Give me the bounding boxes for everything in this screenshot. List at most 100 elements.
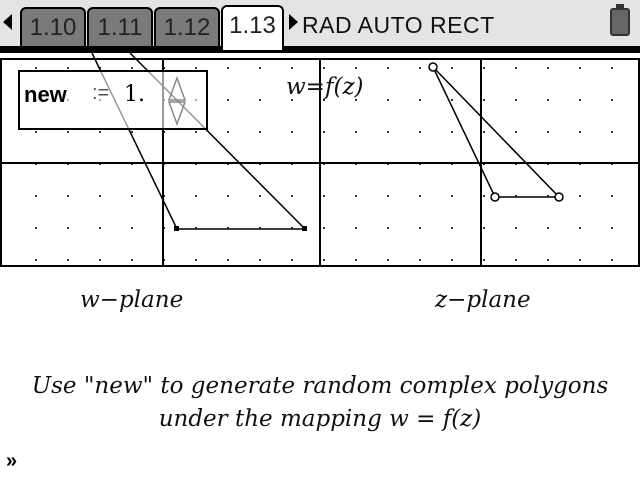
grid-dot [355, 99, 357, 101]
grid-dot [259, 131, 261, 133]
grid-dot [195, 131, 197, 133]
grid-dot [355, 131, 357, 133]
grid-dot [611, 259, 613, 261]
grid-dot [547, 131, 549, 133]
formula-label: w=f(z) [286, 74, 364, 100]
grid-dot [611, 131, 613, 133]
grid-dot [451, 227, 453, 229]
slider-value: 1. [124, 82, 145, 107]
z-vertex[interactable] [554, 192, 564, 202]
entry-prompt[interactable]: » [6, 450, 18, 472]
grid-dot [131, 195, 133, 197]
grid-dot [227, 131, 229, 133]
w-plane-label: w−plane [80, 287, 184, 313]
tab-1-13[interactable]: 1.13 [221, 5, 284, 50]
grid-dot [259, 195, 261, 197]
grid-dot [131, 67, 133, 69]
grid-dot [35, 227, 37, 229]
z-plane-label: z−plane [435, 287, 531, 313]
grid-dot [515, 227, 517, 229]
grid-dot [99, 195, 101, 197]
tab-1-12[interactable]: 1.12 [154, 7, 220, 46]
grid-dot [515, 131, 517, 133]
grid-dot [387, 131, 389, 133]
grid-dot [611, 99, 613, 101]
grid-dot [579, 227, 581, 229]
grid-dot [547, 99, 549, 101]
grid-dot [483, 195, 485, 197]
grid-dot [483, 99, 485, 101]
grid-dot [515, 67, 517, 69]
battery-icon [610, 4, 630, 36]
grid-dot [259, 99, 261, 101]
grid-dot [35, 67, 37, 69]
grid-dot [355, 67, 357, 69]
slider-name: new [24, 82, 67, 107]
grid-dot [355, 195, 357, 197]
grid-dot [99, 227, 101, 229]
grid-dot [259, 227, 261, 229]
grid-dot [547, 259, 549, 261]
grid-dot [515, 195, 517, 197]
grid-dot [579, 131, 581, 133]
grid-dot [419, 227, 421, 229]
grid-dot [355, 259, 357, 261]
divider [0, 46, 640, 53]
grid-dot [547, 67, 549, 69]
scroll-right-icon[interactable] [289, 14, 298, 30]
z-polygon[interactable] [432, 66, 561, 198]
grid-dot [419, 195, 421, 197]
tab-1-11[interactable]: 1.11 [87, 7, 153, 46]
slider-new[interactable]: new := 1. [18, 70, 208, 130]
grid-dot [419, 67, 421, 69]
grid-dot [35, 195, 37, 197]
grid-dot [227, 259, 229, 261]
grid-dot [35, 131, 37, 133]
grid-dot [579, 259, 581, 261]
scroll-left-icon[interactable] [3, 14, 12, 30]
grid-dot [131, 227, 133, 229]
z-vertex[interactable] [490, 192, 500, 202]
grid-dot [323, 227, 325, 229]
grid-dot [579, 99, 581, 101]
grid-dot [291, 227, 293, 229]
w-polygon [91, 53, 307, 230]
grid-dot [515, 259, 517, 261]
grid-dot [291, 99, 293, 101]
grid-dot [483, 227, 485, 229]
grid-dot [67, 67, 69, 69]
grid-dot [227, 227, 229, 229]
grid-dot [227, 99, 229, 101]
z-vertex[interactable] [428, 62, 438, 72]
grid-dot [67, 227, 69, 229]
grid-dot [451, 131, 453, 133]
tab-bar: 1.10 1.11 1.12 1.13 RAD AUTO RECT [0, 0, 640, 50]
graph-area[interactable] [0, 53, 640, 268]
grid-dot [323, 99, 325, 101]
grid-dot [515, 99, 517, 101]
grid-dot [451, 99, 453, 101]
instruction-line-1: Use "new" to generate random complex pol… [31, 373, 609, 399]
grid-dot [419, 99, 421, 101]
grid-dot [611, 227, 613, 229]
grid-dot [547, 227, 549, 229]
grid-dot [323, 259, 325, 261]
grid-dot [387, 259, 389, 261]
grid-dot [355, 227, 357, 229]
grid-dot [131, 259, 133, 261]
grid-dot [291, 259, 293, 261]
grid-dot [291, 67, 293, 69]
grid-dot [419, 259, 421, 261]
slider-arrows-icon[interactable] [166, 76, 188, 126]
grid-dot [291, 131, 293, 133]
grid-dot [259, 67, 261, 69]
grid-dot [35, 259, 37, 261]
slider-assign: := [92, 82, 110, 104]
grid-dot [323, 67, 325, 69]
grid-dot [451, 67, 453, 69]
grid-dot [611, 195, 613, 197]
grid-dot [483, 131, 485, 133]
grid-dot [611, 67, 613, 69]
tab-1-10[interactable]: 1.10 [20, 7, 86, 46]
grid-dot [195, 195, 197, 197]
